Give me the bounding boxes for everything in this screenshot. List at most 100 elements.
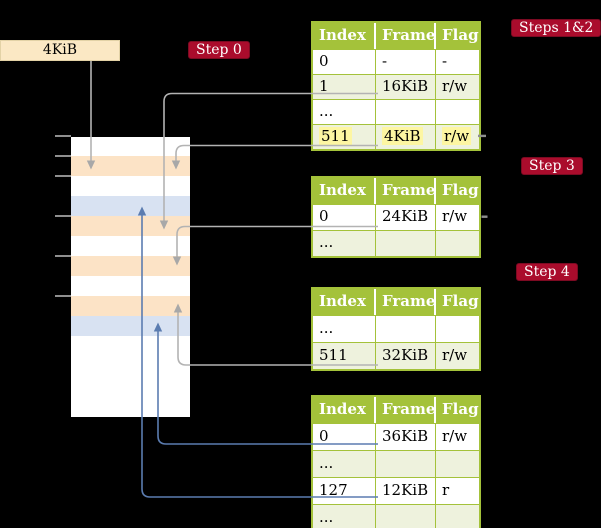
- page-table-cell: [376, 100, 436, 124]
- page-table-cell: r/w: [442, 77, 468, 95]
- page-table-cell: 24KiB: [376, 205, 436, 230]
- page-table-cell: -: [376, 50, 436, 74]
- page-table-cell: ...: [313, 505, 376, 528]
- page-table-row: ...: [313, 315, 479, 342]
- page-table-header-cell: Flags: [442, 181, 479, 199]
- page-table-cell: 127: [313, 478, 376, 504]
- page-table-pointer-label: 4KiB: [42, 42, 78, 58]
- page-table-cell: r: [442, 481, 450, 499]
- memory-tick: [55, 215, 71, 217]
- page-table-header-cell: Flags: [442, 26, 479, 44]
- memory-frame-row: [71, 376, 190, 398]
- memory-frame-row: [71, 156, 190, 178]
- badge-step-0: Step 0: [188, 41, 250, 59]
- badge-step-3: Step 3: [521, 157, 583, 175]
- page-table-cell: 0: [313, 50, 376, 74]
- memory-frame-row: [71, 316, 190, 338]
- memory-tick: [55, 135, 71, 137]
- page-table-cell: ...: [313, 100, 376, 124]
- memory-frame-row: [71, 176, 190, 198]
- badge-step-4: Step 4: [516, 263, 578, 281]
- page-table-cell: [436, 505, 479, 528]
- page-table-cell: -: [442, 52, 448, 70]
- page-table-cell: 16KiB: [376, 75, 436, 99]
- badge-step-3-label: Step 3: [529, 158, 575, 174]
- page-table-cell: 4KiB: [376, 125, 436, 149]
- page-table-header-cell: Flags: [442, 292, 479, 310]
- badge-step-0-label: Step 0: [196, 42, 242, 58]
- page-table-header-cell: Frame: [376, 23, 436, 49]
- page-table-cell: [376, 231, 436, 256]
- memory-frame-row: [71, 396, 190, 418]
- page-table-header-cell: Frame: [376, 289, 436, 315]
- memory-tick: [55, 295, 71, 297]
- page-table-header-cell: Index: [313, 289, 376, 315]
- page-table-row: 0--: [313, 49, 479, 74]
- memory-frame-row: [71, 256, 190, 278]
- page-table-cell: r/w: [442, 427, 468, 445]
- page-table-pointer-box: 4KiB: [0, 40, 120, 61]
- page-table-cell: r/w: [442, 207, 468, 225]
- page-table-cell: 12KiB: [376, 478, 436, 504]
- badge-step-4-label: Step 4: [524, 264, 570, 280]
- highlighted-value: 4KiB: [382, 127, 423, 145]
- page-table-header-cell: Frame: [376, 397, 436, 423]
- memory-frame-row: [71, 276, 190, 298]
- page-table-row: ...: [313, 99, 479, 124]
- badge-steps-1-2-label: Steps 1&2: [519, 20, 594, 36]
- page-table-cell: [436, 100, 479, 124]
- page-table-header-cell: Index: [313, 178, 376, 204]
- page-table-row: ...: [313, 450, 479, 477]
- memory-frame-row: [71, 236, 190, 258]
- page-table-cell: [436, 451, 479, 477]
- memory-tick: [55, 155, 71, 157]
- page-table-header-cell: Frame: [376, 178, 436, 204]
- page-table-row: ...: [313, 504, 479, 528]
- badge-steps-1-2: Steps 1&2: [511, 19, 601, 37]
- page-table-cell: r/w: [442, 346, 468, 364]
- page-table-cell: 0: [313, 424, 376, 450]
- memory-tick: [55, 175, 71, 177]
- memory-frame-row: [71, 196, 190, 218]
- memory-frame-row: [71, 356, 190, 378]
- page-table-cell: [376, 451, 436, 477]
- page-table-cell: 32KiB: [376, 343, 436, 369]
- page-table-cell: 511: [313, 125, 376, 149]
- page-table-header-cell: Index: [313, 397, 376, 423]
- page-table-cell: [376, 505, 436, 528]
- page-table-row: 511 4KiB r/w: [313, 124, 479, 149]
- page-table-header-cell: Flags: [442, 400, 479, 418]
- page-table-cell: 0: [313, 205, 376, 230]
- page-table-cell: [436, 231, 479, 256]
- memory-tick: [55, 255, 71, 257]
- connector-stub: [481, 215, 488, 218]
- page-table-cell: ...: [313, 316, 376, 342]
- page-table-cell: 1: [313, 75, 376, 99]
- memory-frame-row: [71, 296, 190, 318]
- page-table-row: ...: [313, 230, 479, 256]
- memory-frame-row: [71, 216, 190, 238]
- page-table-cell: 511: [313, 343, 376, 369]
- page-table-cell: ...: [313, 451, 376, 477]
- memory-frame-row: [71, 336, 190, 358]
- page-table-cell: [376, 316, 436, 342]
- page-table-cell: 36KiB: [376, 424, 436, 450]
- page-table-cell: [436, 316, 479, 342]
- highlighted-value: r/w: [442, 127, 472, 145]
- page-table-header-row: IndexFrameFlags: [313, 23, 479, 49]
- page-table-cell: r/w: [436, 125, 479, 149]
- memory-frame-row: [71, 136, 190, 158]
